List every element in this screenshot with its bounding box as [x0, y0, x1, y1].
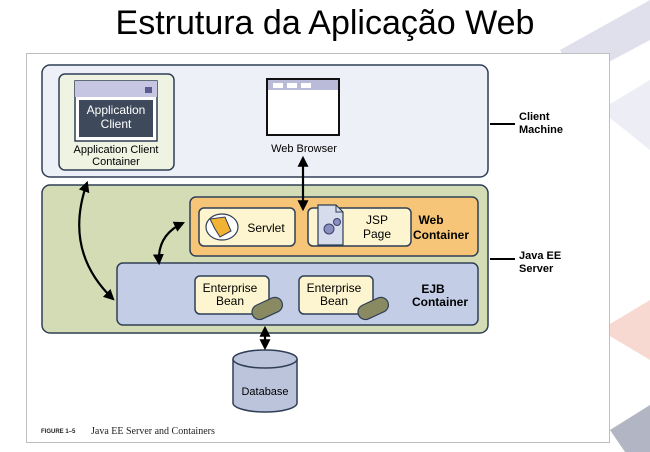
web-browser-window	[266, 78, 340, 136]
servlet-label: Servlet	[247, 221, 285, 235]
client-machine-label: Client	[519, 111, 550, 123]
enterprise-bean-1-box	[194, 275, 284, 321]
jsp-page-label: JSP	[366, 213, 388, 227]
enterprise-bean-2-label-line2: Bean	[320, 294, 348, 308]
enterprise-bean-2-label: Enterprise	[307, 281, 362, 295]
bean-1-icon	[251, 296, 284, 321]
application-client-container-label-line2: Container	[92, 156, 140, 168]
ejb-container-label-line2: Container	[412, 295, 468, 309]
servlet-icon	[205, 213, 239, 241]
enterprise-bean-2-box	[298, 275, 390, 321]
application-client-label: Application	[87, 103, 146, 117]
web-container-label: Web	[418, 213, 443, 227]
ejb-container-label: EJB	[421, 282, 445, 296]
jsp-page-label-line2: Page	[363, 227, 391, 241]
jsp-document-icon	[317, 204, 344, 246]
figure-number: FIGURE 1–5	[41, 429, 76, 435]
arrow-appclient-ejb	[78, 180, 115, 301]
java-ee-server-label: Java EE	[519, 250, 561, 262]
database-label: Database	[241, 386, 288, 398]
application-client-label-line2: Client	[101, 117, 132, 131]
web-browser-label: Web Browser	[271, 143, 337, 155]
bean-2-icon	[357, 296, 390, 321]
figure-caption: Java EE Server and Containers	[91, 426, 215, 437]
application-client-container	[58, 73, 175, 171]
web-container-label-line2: Container	[413, 228, 469, 242]
application-client-container-label: Application Client	[74, 144, 159, 156]
client-machine-label-line2: Machine	[519, 124, 563, 136]
enterprise-bean-1-label: Enterprise	[203, 281, 258, 295]
slide-title: Estrutura da Aplicação Web	[115, 4, 535, 42]
java-ee-server-label-line2: Server	[519, 263, 554, 275]
arrow-web-ejb	[152, 221, 185, 266]
architecture-figure: Client Machine Application Client Applic…	[26, 53, 610, 443]
enterprise-bean-1-label-line2: Bean	[216, 294, 244, 308]
connection-arrows	[78, 155, 309, 351]
database-cylinder	[232, 349, 298, 413]
